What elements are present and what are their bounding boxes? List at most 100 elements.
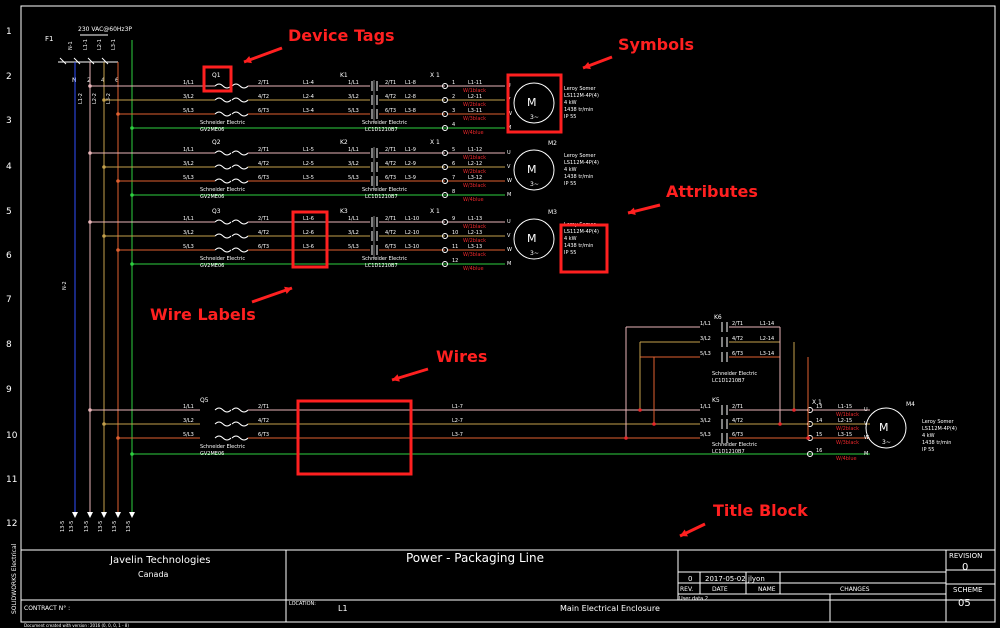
bus-arrow xyxy=(72,512,78,518)
contract-label: CONTRACT N° : xyxy=(24,605,70,612)
motor-symbol xyxy=(513,82,555,124)
motor-phase: 3~ xyxy=(530,114,539,121)
wire-label: L2-6 xyxy=(303,230,314,236)
bus-number: 4 xyxy=(101,77,105,84)
motor-wire-label: L2-12 xyxy=(468,161,482,167)
highlight-symbol xyxy=(506,73,563,134)
bus-tag: L3-1 xyxy=(111,39,117,50)
arrow-title-block-head xyxy=(680,529,688,537)
row-number: 8 xyxy=(6,340,12,350)
bus-arrow xyxy=(115,512,121,518)
breaker-model: GV2ME06 xyxy=(200,263,224,269)
breaker-term: 2/T1 xyxy=(258,216,269,222)
junction xyxy=(792,408,796,412)
junction xyxy=(638,408,642,412)
terminal xyxy=(807,451,813,457)
bus-tag: L2-1 xyxy=(97,39,103,50)
location-value: L1 xyxy=(338,604,348,613)
wire-label: L2-10 xyxy=(405,230,419,236)
contactor-model: LC1D1210B7 xyxy=(712,449,745,455)
junction xyxy=(102,98,106,102)
breaker-coil xyxy=(231,407,249,413)
contactor-model: LC1D1210B7 xyxy=(712,378,745,384)
motor-rating: IP 55 xyxy=(922,447,934,453)
junction xyxy=(116,248,120,252)
breaker-tag: Q3 xyxy=(212,208,221,215)
motor-letter: M xyxy=(527,232,537,245)
breaker-term: 4/T2 xyxy=(258,230,269,236)
motor-rating: LS112M-4P(4) xyxy=(922,426,957,432)
breaker-term: 2/T1 xyxy=(258,404,269,410)
phase-letter: V xyxy=(507,164,511,170)
phase-letter: V xyxy=(507,233,511,239)
bus-tag: N-1 xyxy=(68,41,74,50)
contactor-term: 5/L3 xyxy=(348,175,359,181)
breaker-coil xyxy=(214,97,232,103)
terminal xyxy=(442,97,448,103)
junction xyxy=(88,84,92,88)
terminal-number: 1 xyxy=(452,80,455,86)
location-label: LOCATION: xyxy=(289,601,316,607)
terminal-number: 10 xyxy=(452,230,458,236)
col-date: DATE xyxy=(712,586,728,593)
contactor-term: 3/L2 xyxy=(348,161,359,167)
wire-color: W/4blue xyxy=(463,130,484,136)
contactor-term: 3/L2 xyxy=(700,336,711,342)
breaker-model: GV2ME06 xyxy=(200,127,224,133)
annotation-wires: Wires xyxy=(436,347,487,366)
neutral-label: N-2 xyxy=(62,281,68,290)
breaker-term: 6/T3 xyxy=(258,108,269,114)
breaker-term: 4/T2 xyxy=(258,94,269,100)
contactor-term: 1/L1 xyxy=(700,321,711,327)
breaker-tag: Q5 xyxy=(200,397,209,404)
breaker-coil xyxy=(214,83,232,89)
junction xyxy=(102,234,106,238)
breaker-term: 5/L3 xyxy=(183,175,194,181)
contactor-model: LC1D1210B7 xyxy=(365,263,398,269)
enclosure-name: Main Electrical Enclosure xyxy=(560,604,660,613)
wire-color: W/1black xyxy=(463,155,486,161)
phase-letter: M xyxy=(507,261,511,267)
motor-phase: 3~ xyxy=(530,250,539,257)
terminal-number: 5 xyxy=(452,147,455,153)
contactor-term: 3/L2 xyxy=(700,418,711,424)
scheme-label: SCHEME xyxy=(953,586,982,594)
highlight-wires xyxy=(296,399,413,476)
contactor-term: 4/T2 xyxy=(385,94,396,100)
breaker-coil xyxy=(231,97,249,103)
junction xyxy=(102,422,106,426)
terminal xyxy=(442,125,448,131)
motor-phase: 3~ xyxy=(882,439,891,446)
wire-label: L1-10 xyxy=(405,216,419,222)
junction xyxy=(130,126,134,130)
motor-rating: 1438 tr/min xyxy=(564,174,593,180)
contactor-tag: K1 xyxy=(340,72,348,79)
wire-label: L3-5 xyxy=(303,175,314,181)
breaker-term: 6/T3 xyxy=(258,244,269,250)
row-number: 1 xyxy=(6,27,12,37)
breaker-coil xyxy=(231,233,249,239)
junction xyxy=(116,436,120,440)
wire-label: L2-7 xyxy=(452,418,463,424)
breaker-tag: Q1 xyxy=(212,72,221,79)
junction xyxy=(116,179,120,183)
motor-symbol xyxy=(865,407,907,449)
motor-rating: Leroy Somer xyxy=(564,86,597,92)
breaker-model: GV2ME06 xyxy=(200,194,224,200)
wire-label: L1-8 xyxy=(405,80,416,86)
contactor-model: LC1D1210B7 xyxy=(365,194,398,200)
breaker-term: 3/L2 xyxy=(183,230,194,236)
breaker-coil xyxy=(214,435,232,441)
rev-date: 2017-05-02 xyxy=(705,575,746,583)
motor-wire-label: L1-15 xyxy=(838,404,852,410)
motor-rating: 4 kW xyxy=(564,100,577,106)
fuse-tag: F1 xyxy=(45,35,53,43)
wire-color: W/1black xyxy=(836,412,859,418)
junction xyxy=(130,262,134,266)
breaker-coil xyxy=(231,421,249,427)
motor-wire-label: L2-13 xyxy=(468,230,482,236)
wire-label: L3-10 xyxy=(405,244,419,250)
terminal-ref: 13-5 xyxy=(84,521,90,532)
contactor-term: 6/T3 xyxy=(385,108,396,114)
row-number: 10 xyxy=(6,431,18,441)
